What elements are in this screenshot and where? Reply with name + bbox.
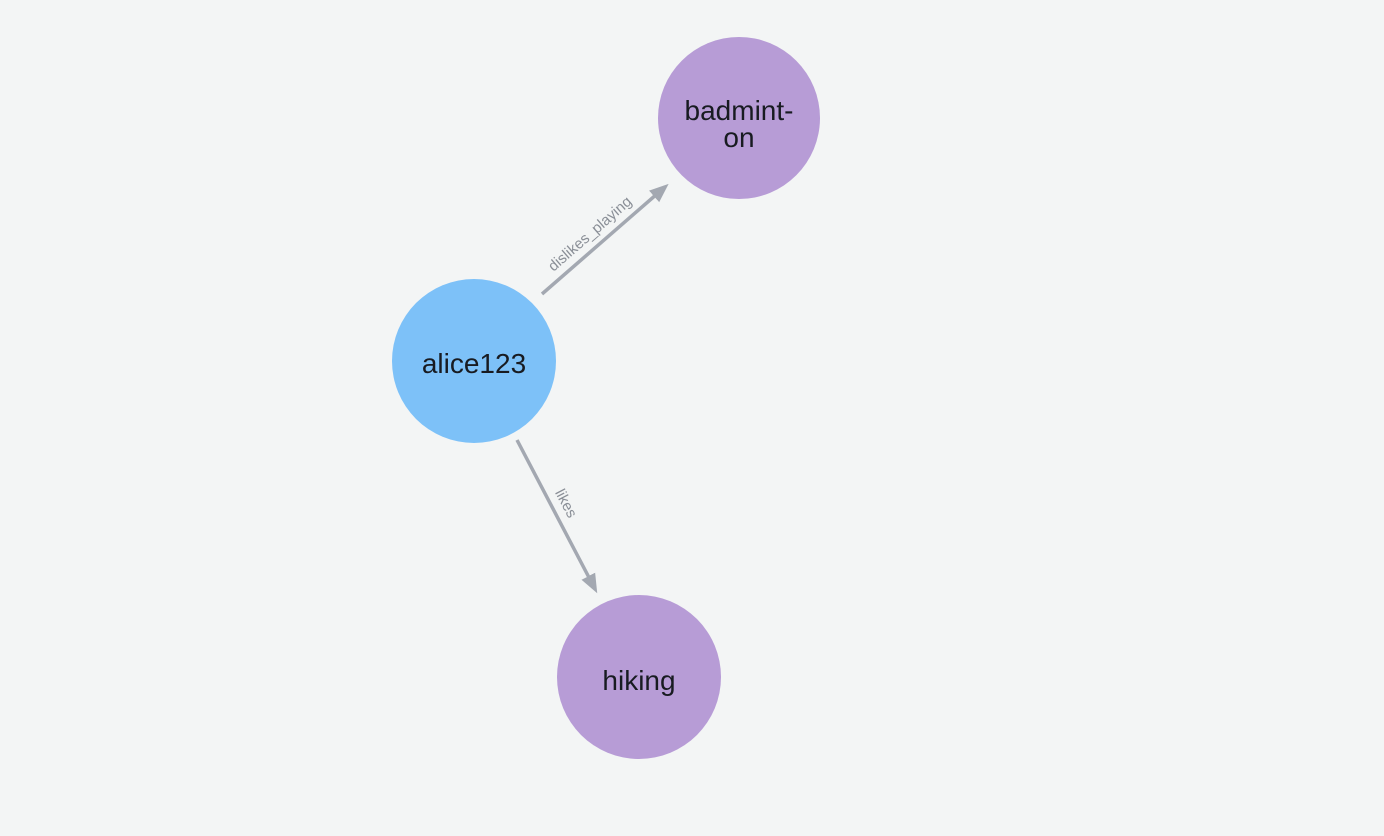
node-hiking[interactable]: hiking [557,595,721,759]
edge-line[interactable] [540,183,669,296]
node-circle[interactable] [557,595,721,759]
node-alice123[interactable]: alice123 [392,279,556,443]
node-circle[interactable] [392,279,556,443]
node-label: alice123 [422,348,526,379]
node-label: badmint- [685,95,794,126]
edge-line[interactable] [515,439,598,594]
node-label: on [723,122,754,153]
node-label: hiking [602,665,675,696]
node-circle[interactable] [658,37,820,199]
node-badminton[interactable]: badmint- on [658,37,820,199]
